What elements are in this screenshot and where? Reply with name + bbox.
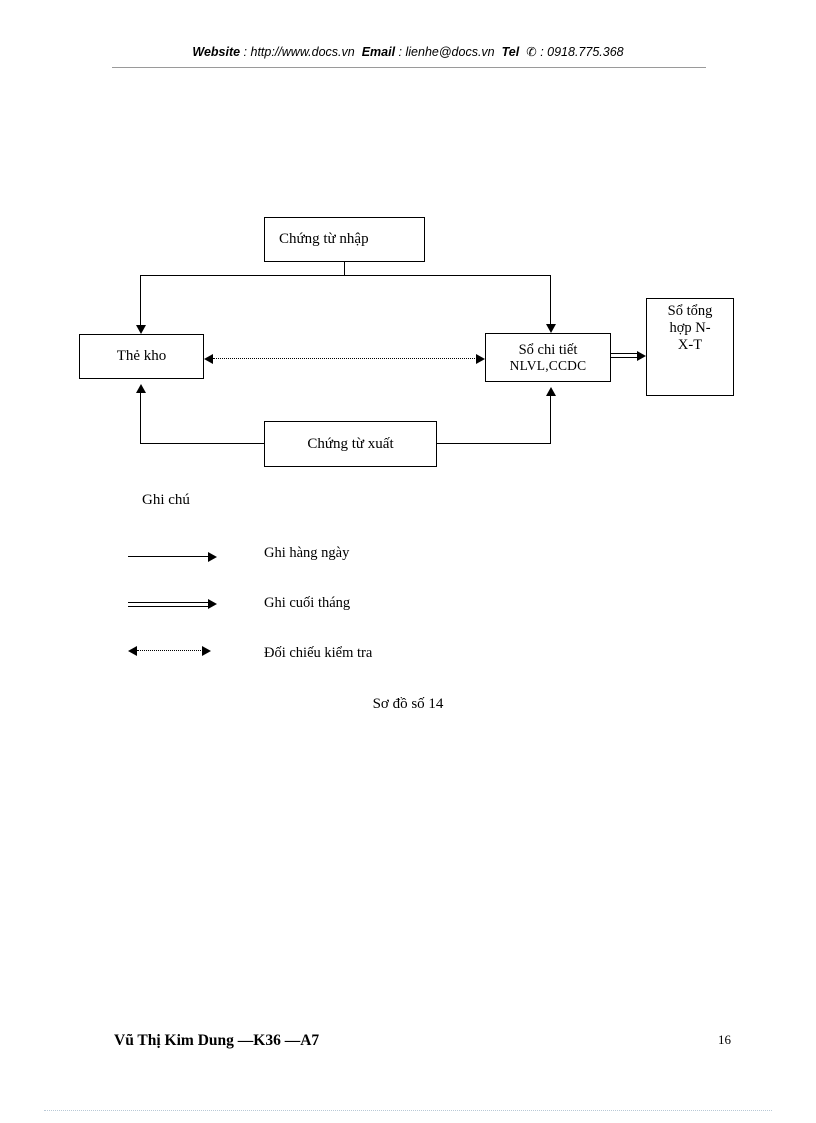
footer-divider: [44, 1110, 772, 1111]
node-label-line2: hợp N-: [669, 320, 711, 337]
node-label-line1: Sổ tổng: [667, 303, 713, 319]
arrowhead-xuat-to-sochitiet: [546, 387, 556, 396]
edge-xuat-right-bus: [437, 443, 551, 444]
page-header: Website : http://www.docs.vn Email : lien…: [0, 44, 816, 59]
double-line-arrow-icon: [128, 599, 218, 610]
diagram-node-so-chi-tiet: Sổ chi tiết NLVL,CCDC: [485, 333, 611, 382]
edge-xuat-to-sochitiet-rise: [550, 394, 551, 444]
flow-diagram: Chứng từ nhập Thẻ kho Sổ chi tiết NLVL,C…: [79, 217, 734, 467]
footer-page-number: 16: [718, 1032, 731, 1047]
diagram-node-chung-tu-xuat: Chứng từ xuất: [264, 421, 437, 467]
header-email-sep: :: [395, 45, 406, 59]
edge-nhap-stem: [344, 261, 345, 276]
header-email-value: lienhe@docs.vn: [405, 45, 495, 59]
telephone-icon: ✆: [526, 45, 537, 59]
node-label: Chứng từ nhập: [279, 231, 369, 248]
node-label: Chứng từ xuất: [307, 435, 394, 452]
header-website-url: http://www.docs.vn: [250, 45, 355, 59]
header-website-label: Website: [192, 45, 241, 59]
single-arrow-icon: [128, 552, 218, 562]
header-website-sep: :: [240, 45, 251, 59]
node-label-line1: Sổ chi tiết: [518, 341, 578, 358]
footer-author: Vũ Thị Kim Dung —K36 —A7: [114, 1032, 320, 1049]
legend-label-doi-chieu-kiem-tra: Đối chiếu kiểm tra: [264, 645, 373, 661]
diagram-node-so-tong-hop: Sổ tổng hợp N- X-T: [646, 298, 734, 396]
legend-label-ghi-hang-ngay: Ghi hàng ngày: [264, 545, 350, 561]
edge-nhap-bus: [140, 275, 550, 276]
edge-xuat-to-thekho-rise: [140, 391, 141, 444]
diagram-node-the-kho: Thẻ kho: [79, 334, 204, 379]
edge-tonghop-double-line: [611, 353, 639, 358]
arrowhead-xuat-to-thekho: [136, 384, 146, 393]
node-label: Thẻ kho: [116, 348, 167, 365]
header-tel-label: Tel: [501, 45, 520, 59]
edge-doichieu-dotted-line: [213, 358, 477, 359]
arrowhead-nhap-to-thekho: [136, 325, 146, 334]
header-tel-sep: :: [536, 45, 548, 59]
dotted-double-arrow-icon: [128, 645, 223, 656]
edge-xuat-left-bus: [140, 443, 265, 444]
header-tel-value: 0918.775.368: [547, 45, 624, 59]
diagram-caption: Sơ đồ số 14: [372, 696, 444, 712]
edge-nhap-to-sochitiet-drop: [550, 275, 551, 326]
node-label-line2: NLVL,CCDC: [509, 358, 587, 374]
arrowhead-tonghop: [637, 351, 646, 361]
arrowhead-nhap-to-sochitiet: [546, 324, 556, 333]
arrowhead-doichieu-left: [204, 354, 213, 364]
diagram-node-chung-tu-nhap: Chứng từ nhập: [264, 217, 425, 262]
legend-label-ghi-cuoi-thang: Ghi cuối tháng: [264, 595, 351, 611]
node-label-line3: X-T: [677, 337, 703, 354]
header-divider: [112, 67, 706, 68]
arrowhead-doichieu-right: [476, 354, 485, 364]
header-email-label: Email: [361, 45, 396, 59]
edge-nhap-to-thekho-drop: [140, 275, 141, 327]
legend-title: Ghi chú: [142, 492, 190, 508]
